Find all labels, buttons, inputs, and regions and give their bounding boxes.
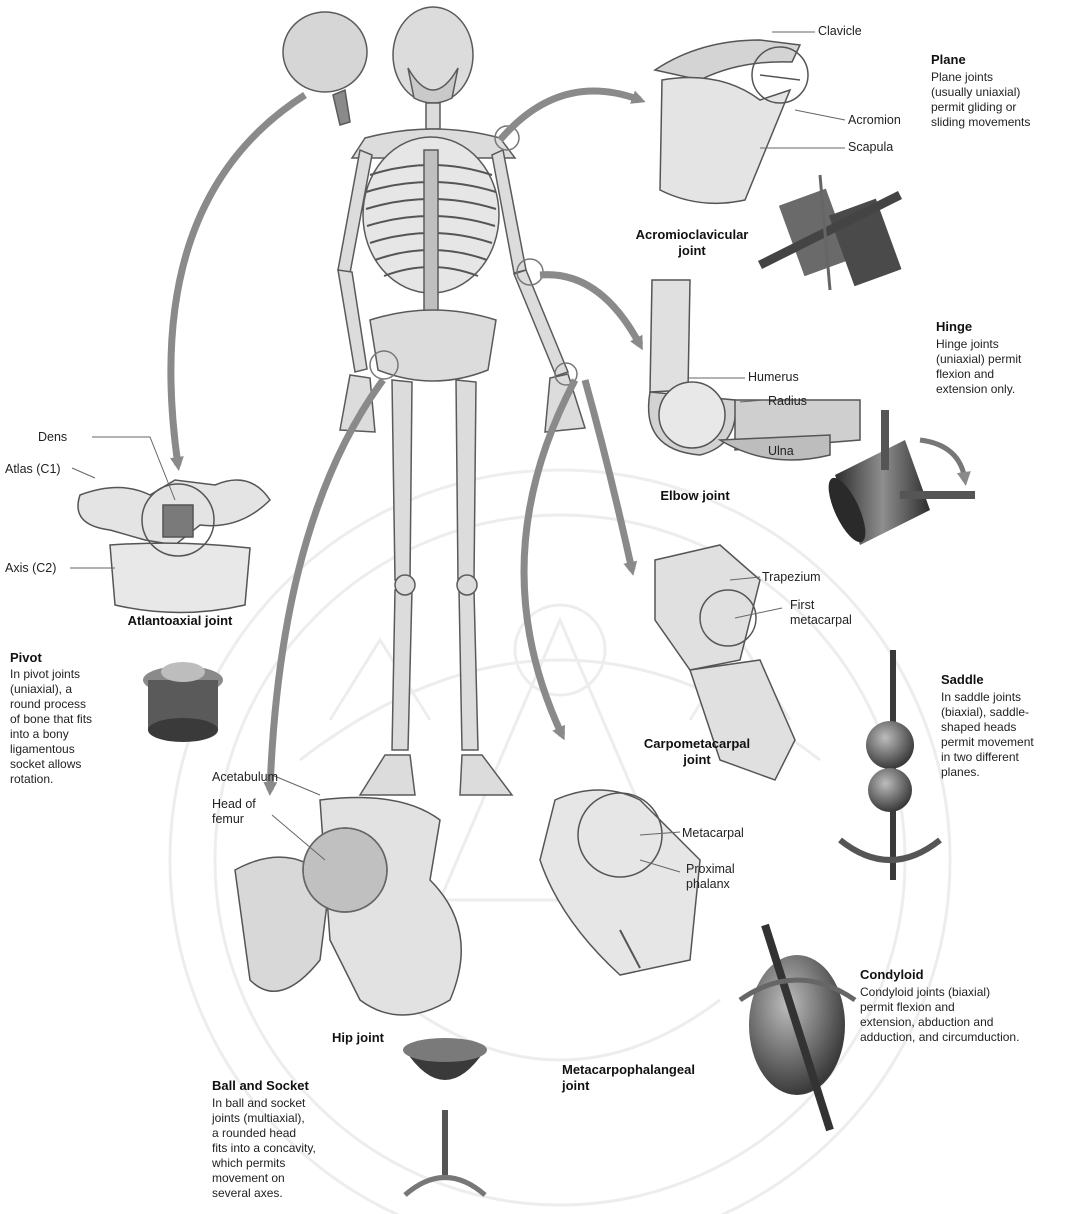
pivot-joint-model [143, 662, 223, 742]
label-head-of-femur-2: femur [212, 812, 244, 827]
condyloid-description: Condyloid joints (biaxial) permit flexio… [860, 985, 1019, 1045]
pivot-description: In pivot joints (uniaxial), a round proc… [10, 667, 92, 787]
ball-socket-title: Ball and Socket [212, 1078, 309, 1093]
skeleton-figure [338, 7, 585, 795]
atlantoaxial-joint-name: Atlantoaxial joint [105, 613, 255, 629]
acromioclavicular-illustration [655, 40, 808, 203]
skull-detail [283, 12, 367, 125]
label-radius: Radius [768, 394, 807, 409]
condyloid-title: Condyloid [860, 967, 924, 982]
label-dens: Dens [38, 430, 67, 445]
saddle-joint-model [840, 650, 940, 880]
label-scapula: Scapula [848, 140, 893, 155]
hinge-title: Hinge [936, 319, 972, 334]
hip-illustration [235, 798, 461, 1016]
carpometacarpal-joint-name: Carpometacarpal joint [612, 736, 782, 768]
label-acromion: Acromion [848, 113, 901, 128]
ball-socket-model [403, 1038, 487, 1195]
label-metacarpal: Metacarpal [682, 826, 744, 841]
label-humerus: Humerus [748, 370, 799, 385]
pivot-title: Pivot [10, 650, 42, 665]
hip-joint-name: Hip joint [318, 1030, 398, 1046]
plane-joint-model [760, 175, 901, 290]
elbow-joint-name: Elbow joint [645, 488, 745, 504]
saddle-title: Saddle [941, 672, 984, 687]
label-axis: Axis (C2) [5, 561, 56, 576]
label-acetabulum: Acetabulum [212, 770, 278, 785]
plane-description: Plane joints (usually uniaxial) permit g… [931, 70, 1030, 130]
ball-socket-description: In ball and socket joints (multiaxial), … [212, 1096, 316, 1201]
label-atlas: Atlas (C1) [5, 462, 61, 477]
label-ulna: Ulna [768, 444, 794, 459]
label-proximal-phalanx-1: Proximal [686, 862, 735, 877]
label-trapezium: Trapezium [762, 570, 821, 585]
hinge-description: Hinge joints (uniaxial) permit flexion a… [936, 337, 1021, 397]
label-head-of-femur-1: Head of [212, 797, 256, 812]
condyloid-joint-model [740, 925, 855, 1130]
label-clavicle: Clavicle [818, 24, 862, 39]
acromioclavicular-joint-name: Acromioclavicular joint [612, 227, 772, 259]
atlantoaxial-illustration [78, 480, 270, 613]
metacarpophalangeal-joint-name: Metacarpophalangeal joint [562, 1062, 732, 1094]
label-proximal-phalanx-2: phalanx [686, 877, 730, 892]
plane-title: Plane [931, 52, 966, 67]
saddle-description: In saddle joints (biaxial), saddle- shap… [941, 690, 1034, 780]
metacarpophalangeal-illustration [540, 790, 700, 975]
label-first-metacarpal-1: First [790, 598, 814, 613]
label-first-metacarpal-2: metacarpal [790, 613, 852, 628]
